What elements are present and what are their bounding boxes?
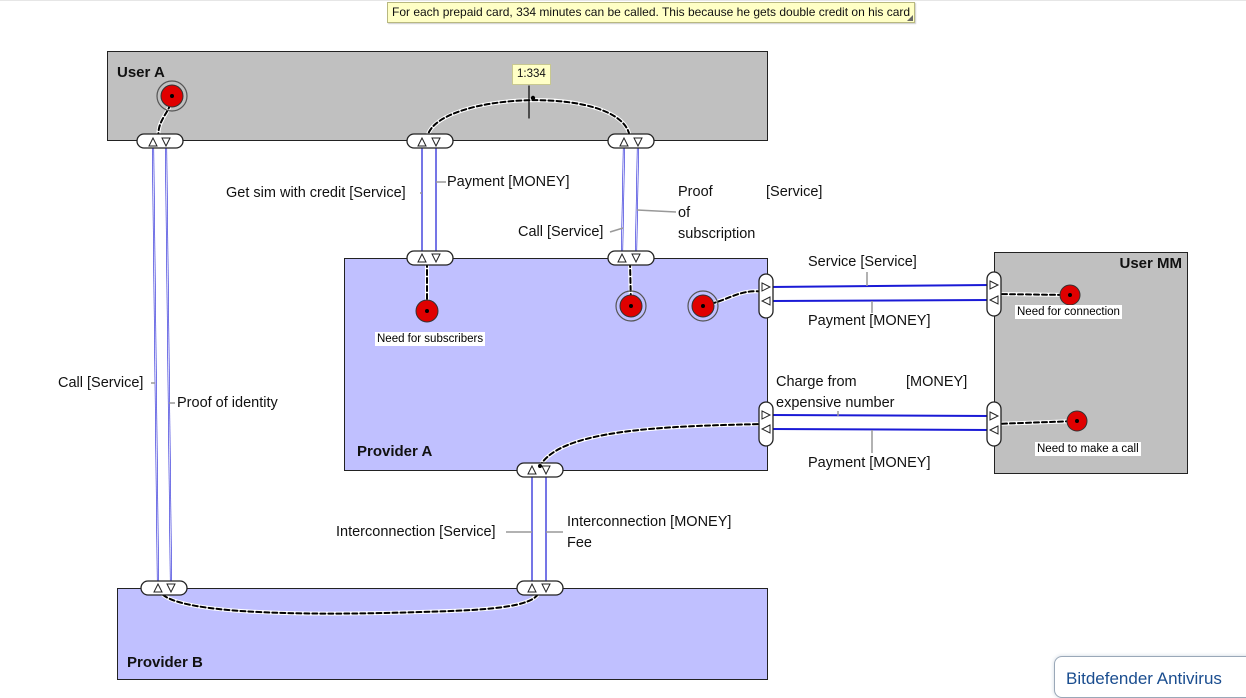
label-payment-money-mm1: Payment [MONEY]: [808, 313, 931, 329]
need-label-make-call: Need to make a call: [1035, 442, 1141, 456]
need-label-connection: Need for connection: [1015, 305, 1122, 319]
actor-title: Provider A: [357, 443, 433, 460]
actor-user-a[interactable]: User A: [107, 51, 768, 141]
antivirus-popup[interactable]: Bitdefender Antivirus: [1054, 656, 1246, 698]
label-call-service-top: Call [Service]: [518, 224, 604, 240]
label-fee: Fee: [567, 535, 592, 551]
actor-title: Provider B: [127, 654, 203, 671]
label-payment-money-top: Payment [MONEY]: [447, 174, 570, 190]
popup-title: Bitdefender Antivirus: [1066, 669, 1222, 688]
label-payment-money-mm2: Payment [MONEY]: [808, 455, 931, 471]
top-border: [0, 0, 1246, 1]
annotation-note[interactable]: For each prepaid card, 334 minutes can b…: [387, 2, 916, 23]
label-get-sim: Get sim with credit [Service]: [226, 185, 406, 201]
note-text: For each prepaid card, 334 minutes can b…: [392, 5, 911, 19]
label-proof-identity: Proof of identity: [177, 395, 278, 411]
label-proof-subscription: subscription: [678, 226, 756, 242]
label-interconnection-service: Interconnection [Service]: [336, 524, 496, 540]
label-proof-word: Proof: [678, 184, 713, 200]
actor-provider-b[interactable]: Provider B: [117, 588, 768, 680]
label-charge-money: [MONEY]: [906, 374, 968, 390]
label-proof-of: of: [678, 205, 691, 221]
label-proof-service: [Service]: [766, 184, 823, 200]
label-interconnection-money: Interconnection [MONEY]: [567, 514, 732, 530]
actor-title: User MM: [1119, 255, 1182, 272]
label-service-service: Service [Service]: [808, 254, 917, 270]
ratio-label[interactable]: 1:334: [512, 64, 551, 85]
label-call-service-left: Call [Service]: [58, 375, 144, 391]
actor-user-mm[interactable]: User MM: [994, 252, 1188, 474]
ratio-text: 1:334: [517, 68, 546, 80]
need-label-subscribers: Need for subscribers: [375, 332, 486, 346]
label-expensive-number: expensive number: [776, 395, 895, 411]
label-charge-from: Charge from: [776, 374, 857, 390]
actor-title: User A: [117, 64, 165, 81]
note-corner-icon: [907, 15, 914, 21]
